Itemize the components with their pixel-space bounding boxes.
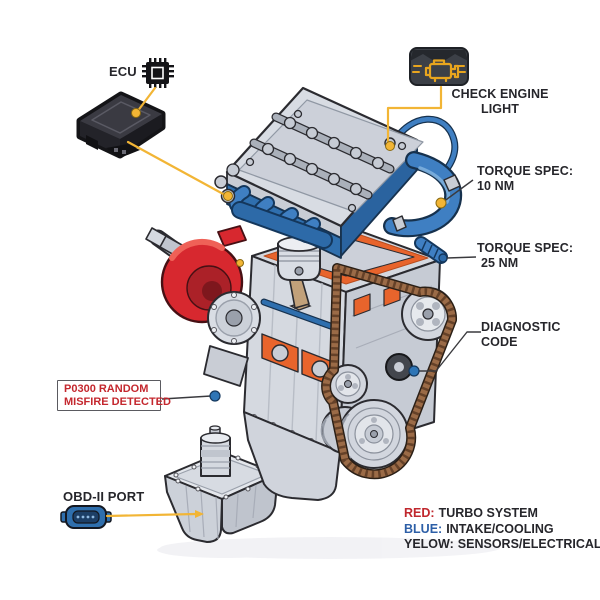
oil-filter (200, 425, 231, 477)
turbo-sensor-marker (236, 259, 244, 267)
diagnostic-code-line2: CODE (481, 335, 518, 349)
legend-key-yellow: YELOW: (404, 537, 454, 551)
callout-lines (105, 85, 481, 518)
cylinder-head (214, 86, 463, 259)
microchip-icon (142, 58, 174, 88)
intake-runners (228, 185, 333, 249)
legend-key-blue: BLUE: (404, 521, 443, 536)
timing-belt-drive (320, 263, 458, 480)
compressor-housing (207, 291, 261, 345)
torque-spec-10-line1: TORQUE SPEC: (477, 164, 574, 178)
legend-item-blue: BLUE:INTAKE/COOLING (404, 522, 600, 538)
fault-code-box: P0300 RANDOM MISFIRE DETECTED (57, 380, 171, 411)
torque-spec-10-label: TORQUE SPEC: 10 NM (477, 164, 573, 194)
check-engine-light-line2: LIGHT (481, 102, 519, 116)
turbocharger (145, 225, 261, 387)
fault-code-line1: P0300 RANDOM (64, 383, 149, 395)
piston (277, 236, 321, 311)
legend-value-red: TURBO SYSTEM (438, 506, 538, 520)
camshafts (249, 112, 395, 200)
torque-spec-25-line2: 25 NM (481, 256, 519, 270)
ecu-module (76, 91, 166, 159)
torque-10nm-marker (435, 197, 447, 209)
timing-belt (321, 263, 458, 480)
ecu-marker (131, 108, 141, 118)
legend-item-red: RED:TURBO SYSTEM (404, 506, 600, 522)
check-engine-marker (385, 141, 395, 151)
diagnostic-code-marker (408, 365, 420, 377)
torque-spec-25-line1: TORQUE SPEC: (477, 241, 574, 255)
color-legend: RED:TURBO SYSTEM BLUE:INTAKE/COOLING YEL… (404, 506, 600, 553)
obd-port-label: OBD-II PORT (63, 489, 145, 504)
manifold-sensor-marker (223, 191, 233, 201)
engine-warning-icon (409, 47, 469, 86)
torque-spec-10-line2: 10 NM (477, 179, 515, 193)
callout-markers (131, 108, 447, 402)
legend-value-blue: INTAKE/COOLING (446, 521, 554, 536)
diagnostic-code-label: DIAGNOSTIC CODE (481, 320, 560, 350)
obd-connector-icon (60, 505, 112, 529)
oil-pan (164, 425, 279, 543)
ground-shadow (157, 537, 500, 559)
check-engine-light-line1: CHECK ENGINE (451, 87, 549, 101)
idler-pulley (328, 364, 368, 404)
check-engine-light-label: CHECK ENGINE LIGHT (440, 87, 560, 117)
legend-item-yellow: YELOW:SENSORS/ELECTRICAL (404, 537, 600, 553)
fault-code-marker (209, 390, 221, 402)
legend-value-yellow: SENSORS/ELECTRICAL (457, 537, 600, 551)
torque-spec-25-label: TORQUE SPEC: 25 NM (477, 241, 573, 271)
fault-code-line2: MISFIRE DETECTED (64, 396, 171, 408)
legend-key-red: RED: (404, 506, 435, 520)
diagnostic-code-line1: DIAGNOSTIC (481, 320, 561, 334)
ecu-label: ECU (109, 64, 137, 79)
hose-fitting (414, 236, 448, 264)
